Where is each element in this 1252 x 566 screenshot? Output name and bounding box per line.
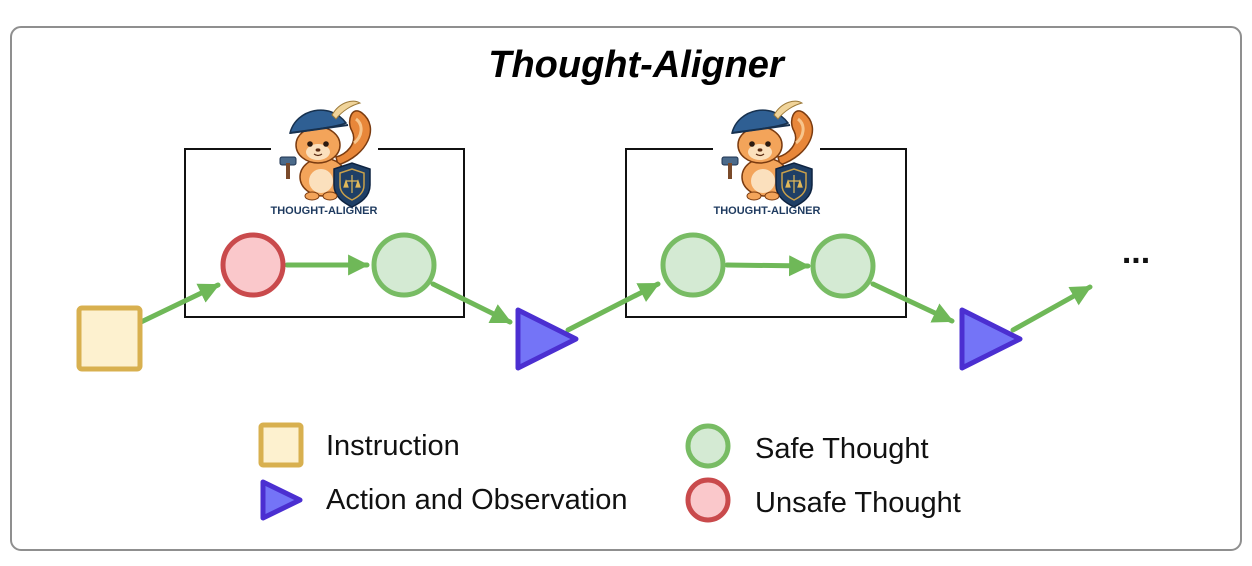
edge-action-1-to-safe xyxy=(565,281,661,333)
legend-instruction-swatch xyxy=(258,422,304,468)
action-observation-node-1 xyxy=(515,307,579,371)
flow-edges xyxy=(138,254,1093,333)
safe-thought-node-1 xyxy=(371,232,437,298)
legend-safe-swatch xyxy=(685,423,731,469)
badge-label-2: THOUGHT-ALIGNER xyxy=(714,205,821,217)
edge-safe-to-action-1 xyxy=(430,281,513,325)
continuation-ellipsis: ... xyxy=(1122,233,1150,271)
unsafe-thought-node xyxy=(220,232,286,298)
action-observation-node-2 xyxy=(959,307,1023,371)
edge-action-2-to-continuation xyxy=(1010,284,1093,333)
mascot-badge-1: THOUGHT-ALIGNER xyxy=(271,97,378,217)
edge-safe-to-action-2 xyxy=(870,281,955,324)
legend-instruction-label: Instruction xyxy=(326,430,460,462)
mascot-badge-2: THOUGHT-ALIGNER xyxy=(713,97,821,217)
legend-action-swatch xyxy=(260,479,303,521)
safe-thought-node-3 xyxy=(810,233,876,299)
legend-unsafe-label: Unsafe Thought xyxy=(755,487,961,519)
diagram-title: Thought-Aligner xyxy=(488,44,786,86)
edge-instruction-to-unsafe xyxy=(138,282,221,325)
edge-safe-to-safe xyxy=(724,255,811,277)
legend: Instruction Action and Observation Safe … xyxy=(258,422,961,523)
instruction-node xyxy=(76,305,143,372)
legend-safe-label: Safe Thought xyxy=(755,433,929,465)
legend-action-label: Action and Observation xyxy=(326,484,627,516)
legend-unsafe-swatch xyxy=(685,477,731,523)
safe-thought-node-2 xyxy=(660,232,726,298)
badge-label-1: THOUGHT-ALIGNER xyxy=(271,205,378,217)
